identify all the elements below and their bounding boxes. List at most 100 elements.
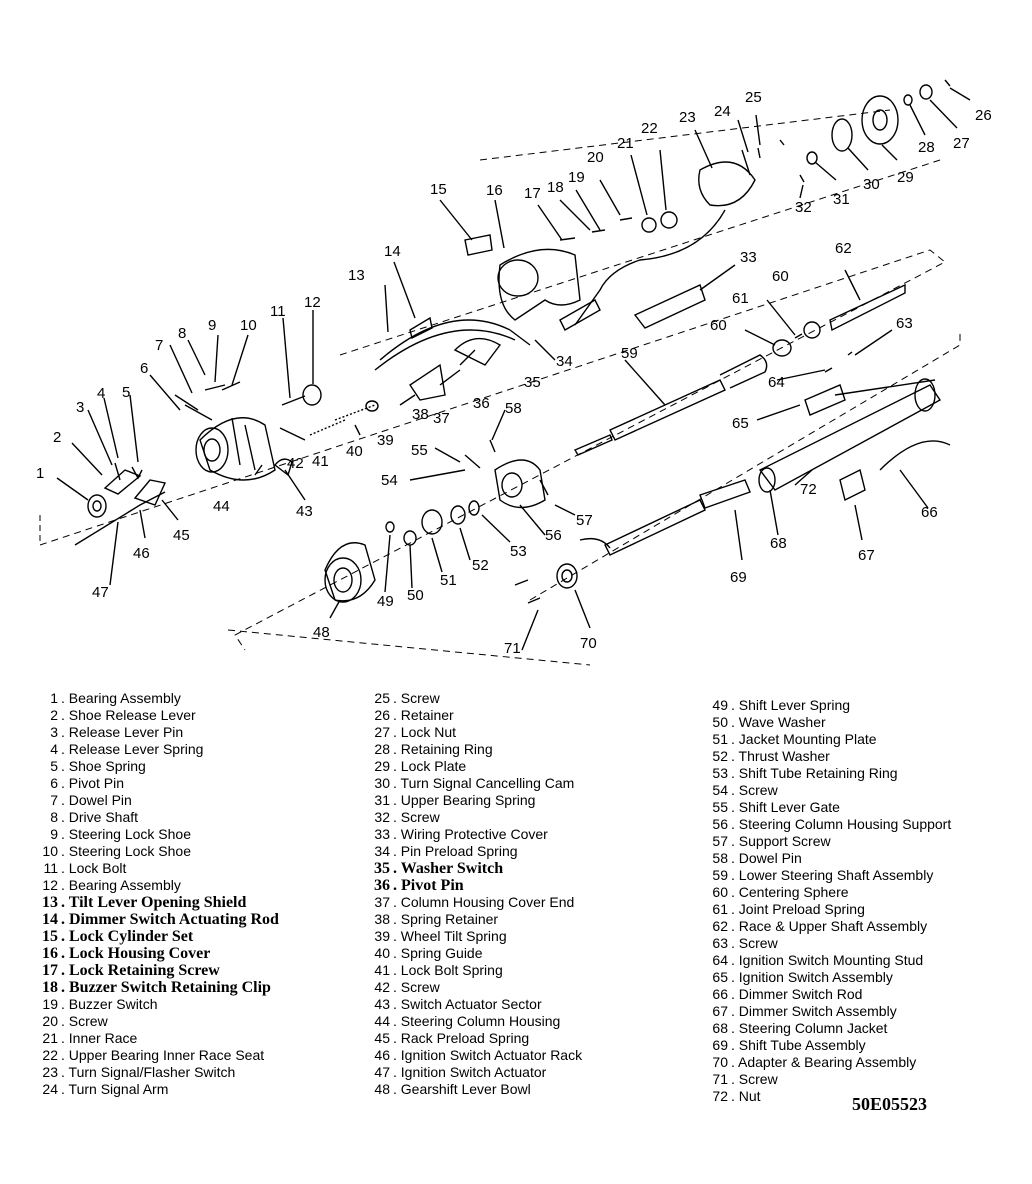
legend-item-name: Release Lever Pin <box>68 724 184 740</box>
callout-4: 4 <box>97 385 105 402</box>
legend-item-number: 66 <box>712 986 728 1002</box>
legend-item: 62. Race & Upper Shaft Assembly <box>706 918 951 935</box>
legend-item: 57. Support Screw <box>706 833 951 850</box>
legend-item-name: Screw <box>738 1071 778 1087</box>
legend-item-number: 36 <box>374 877 390 894</box>
legend-item-name: Dowel Pin <box>68 792 132 808</box>
legend-item-number: 31 <box>374 792 390 808</box>
legend-item-name: Screw <box>400 690 440 706</box>
legend-item-name: Wheel Tilt Spring <box>400 928 507 944</box>
legend-item: 19. Buzzer Switch <box>36 996 279 1013</box>
legend-item-number: 4 <box>50 741 58 757</box>
legend-item: 66. Dimmer Switch Rod <box>706 986 951 1003</box>
legend-item: 4. Release Lever Spring <box>36 741 279 758</box>
legend-item-number: 62 <box>712 918 728 934</box>
legend-item-name: Spring Retainer <box>400 911 499 927</box>
callout-40: 40 <box>346 443 363 460</box>
legend-item-name: Retaining Ring <box>400 741 493 757</box>
legend-item-name: Rack Preload Spring <box>400 1030 530 1046</box>
legend-item-name: Joint Preload Spring <box>738 901 865 917</box>
legend-item-number: 16 <box>42 945 58 962</box>
legend-item-number: 70 <box>712 1054 728 1070</box>
legend-item-name: Gearshift Lever Bowl <box>400 1081 531 1097</box>
legend-item: 29. Lock Plate <box>368 758 582 775</box>
legend-item: 32. Screw <box>368 809 582 826</box>
callout-51: 51 <box>440 572 457 589</box>
legend-item-name: Spring Guide <box>400 945 483 961</box>
legend-item: 21. Inner Race <box>36 1030 279 1047</box>
callout-47: 47 <box>92 584 109 601</box>
legend-item-name: Thrust Washer <box>738 748 830 764</box>
callout-58: 58 <box>505 400 522 417</box>
callout-26: 26 <box>975 107 992 124</box>
legend-item-name: Turn Signal/Flasher Switch <box>68 1064 236 1080</box>
legend-item-name: Pivot Pin <box>401 877 464 894</box>
legend-item: 63. Screw <box>706 935 951 952</box>
legend-item: 54. Screw <box>706 782 951 799</box>
callout-69: 69 <box>730 569 747 586</box>
legend-item-number: 55 <box>712 799 728 815</box>
legend-item: 53. Shift Tube Retaining Ring <box>706 765 951 782</box>
legend-item-number: 23 <box>42 1064 58 1080</box>
callout-16: 16 <box>486 182 503 199</box>
legend-item-name: Column Housing Cover End <box>400 894 575 910</box>
callout-52: 52 <box>472 557 489 574</box>
legend-item-number: 45 <box>374 1030 390 1046</box>
legend-item: 43. Switch Actuator Sector <box>368 996 582 1013</box>
legend-item-name: Ignition Switch Actuator Rack <box>400 1047 583 1063</box>
legend-item-name: Shift Lever Spring <box>738 697 851 713</box>
legend-item-name: Lock Nut <box>400 724 457 740</box>
legend-item-name: Adapter & Bearing Assembly <box>738 1054 917 1070</box>
legend-item-number: 65 <box>712 969 728 985</box>
legend-item-number: 33 <box>374 826 390 842</box>
legend-item: 7. Dowel Pin <box>36 792 279 809</box>
legend-item-number: 7 <box>50 792 58 808</box>
callout-54: 54 <box>381 472 398 489</box>
callout-43: 43 <box>296 503 313 520</box>
legend-item-number: 50 <box>712 714 728 730</box>
legend-item-name: Ignition Switch Assembly <box>738 969 893 985</box>
legend-item-number: 64 <box>712 952 728 968</box>
legend-item-name: Wave Washer <box>738 714 826 730</box>
legend-item: 52. Thrust Washer <box>706 748 951 765</box>
legend-item: 13. Tilt Lever Opening Shield <box>36 894 279 911</box>
callout-45: 45 <box>173 527 190 544</box>
legend-item: 20. Screw <box>36 1013 279 1030</box>
legend-item: 34. Pin Preload Spring <box>368 843 582 860</box>
callout-31: 31 <box>833 191 850 208</box>
legend-item-number: 29 <box>374 758 390 774</box>
legend-item-name: Steering Lock Shoe <box>68 843 191 859</box>
callout-60-lower: 60 <box>710 317 727 334</box>
legend-item: 8. Drive Shaft <box>36 809 279 826</box>
callout-8: 8 <box>178 325 186 342</box>
legend-item-name: Shift Tube Retaining Ring <box>738 765 898 781</box>
legend-item: 44. Steering Column Housing <box>368 1013 582 1030</box>
callout-49: 49 <box>377 593 394 610</box>
legend-item-number: 9 <box>50 826 58 842</box>
legend-item: 60. Centering Sphere <box>706 884 951 901</box>
callout-17: 17 <box>524 185 541 202</box>
legend-item-number: 52 <box>712 748 728 764</box>
legend-item: 31. Upper Bearing Spring <box>368 792 582 809</box>
legend-item-number: 5 <box>50 758 58 774</box>
callout-72: 72 <box>800 481 817 498</box>
legend-item-number: 69 <box>712 1037 728 1053</box>
legend-item-number: 18 <box>42 979 58 996</box>
legend-item-number: 35 <box>374 860 390 877</box>
legend-item: 35. Washer Switch <box>368 860 582 877</box>
legend-item-name: Steering Lock Shoe <box>68 826 191 842</box>
legend-item-number: 71 <box>712 1071 728 1087</box>
legend-item-number: 10 <box>42 843 58 859</box>
callout-24: 24 <box>714 103 731 120</box>
legend-item-name: Lock Retaining Screw <box>69 962 220 979</box>
legend-item-number: 60 <box>712 884 728 900</box>
legend-item: 15. Lock Cylinder Set <box>36 928 279 945</box>
legend-item-name: Buzzer Switch Retaining Clip <box>69 979 271 996</box>
legend-item-number: 28 <box>374 741 390 757</box>
callout-63: 63 <box>896 315 913 332</box>
legend-item-name: Ignition Switch Actuator <box>400 1064 547 1080</box>
legend-item-number: 15 <box>42 928 58 945</box>
legend-item-name: Retainer <box>400 707 454 723</box>
legend-item: 67. Dimmer Switch Assembly <box>706 1003 951 1020</box>
